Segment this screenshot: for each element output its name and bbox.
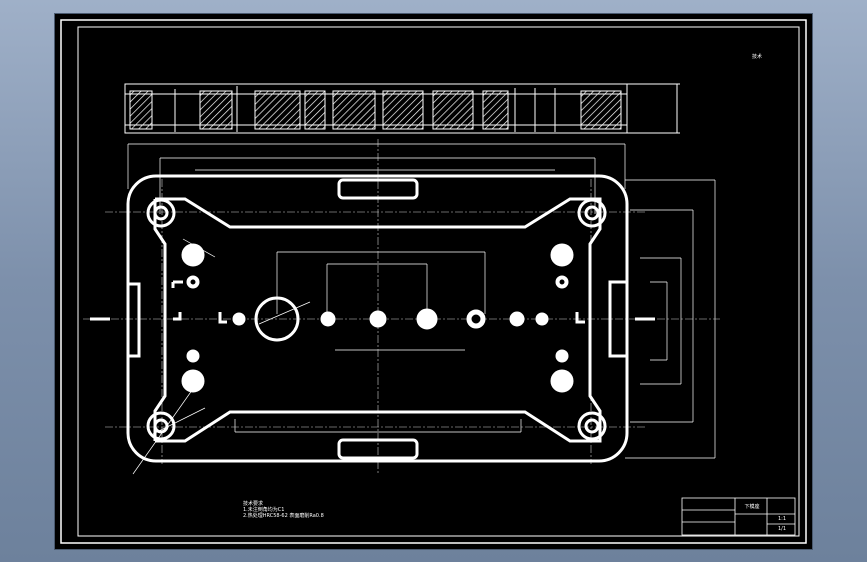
hatch-block-6 bbox=[382, 90, 424, 130]
hatch-block-2 bbox=[199, 90, 233, 130]
title-block-scale: 1:1 bbox=[777, 516, 787, 522]
guide-slots bbox=[337, 178, 419, 460]
title-block-drawing-name: 下模座 bbox=[744, 504, 760, 510]
pin-hole-inner bbox=[190, 279, 565, 324]
section-view bbox=[124, 83, 680, 134]
title-block bbox=[681, 497, 796, 536]
die-plate-drawing bbox=[60, 19, 807, 544]
note-line-1: 技术要求 bbox=[243, 501, 264, 507]
hatch-block-3 bbox=[254, 90, 301, 130]
hatch-block-9 bbox=[580, 90, 622, 130]
dimension-lines bbox=[127, 143, 716, 475]
corner-guide-holes bbox=[146, 198, 607, 441]
hatch-block-8 bbox=[482, 90, 509, 130]
bottom-slot bbox=[337, 438, 419, 460]
hatch-block-1 bbox=[129, 90, 153, 130]
sheet-outer-border bbox=[60, 19, 807, 544]
technical-notes: 技术要求 1.未注倒角均为C1 2.热处理HRC58-62 表面磨削Ra0.8 bbox=[243, 501, 324, 519]
note-line-3: 2.热处理HRC58-62 表面磨削Ra0.8 bbox=[243, 513, 324, 519]
hatch-block-4 bbox=[304, 90, 326, 130]
top-slot bbox=[337, 178, 419, 200]
sheet-note: 技术 bbox=[752, 54, 763, 60]
pin-holes bbox=[181, 243, 574, 393]
large-bore bbox=[254, 296, 300, 342]
die-plate-outline bbox=[126, 174, 629, 463]
title-block-sheet: 1/1 bbox=[777, 526, 787, 532]
note-line-2: 1.未注倒角均为C1 bbox=[243, 507, 285, 513]
hatch-block-5 bbox=[332, 90, 376, 130]
cad-viewer-area[interactable]: 技术 技术要求 1.未注倒角均为C1 2.热处理HRC58-62 表面磨削Ra0… bbox=[55, 14, 812, 549]
sheet-inner-border bbox=[77, 26, 800, 537]
hatch-block-7 bbox=[432, 90, 474, 130]
side-stubs bbox=[90, 280, 655, 389]
